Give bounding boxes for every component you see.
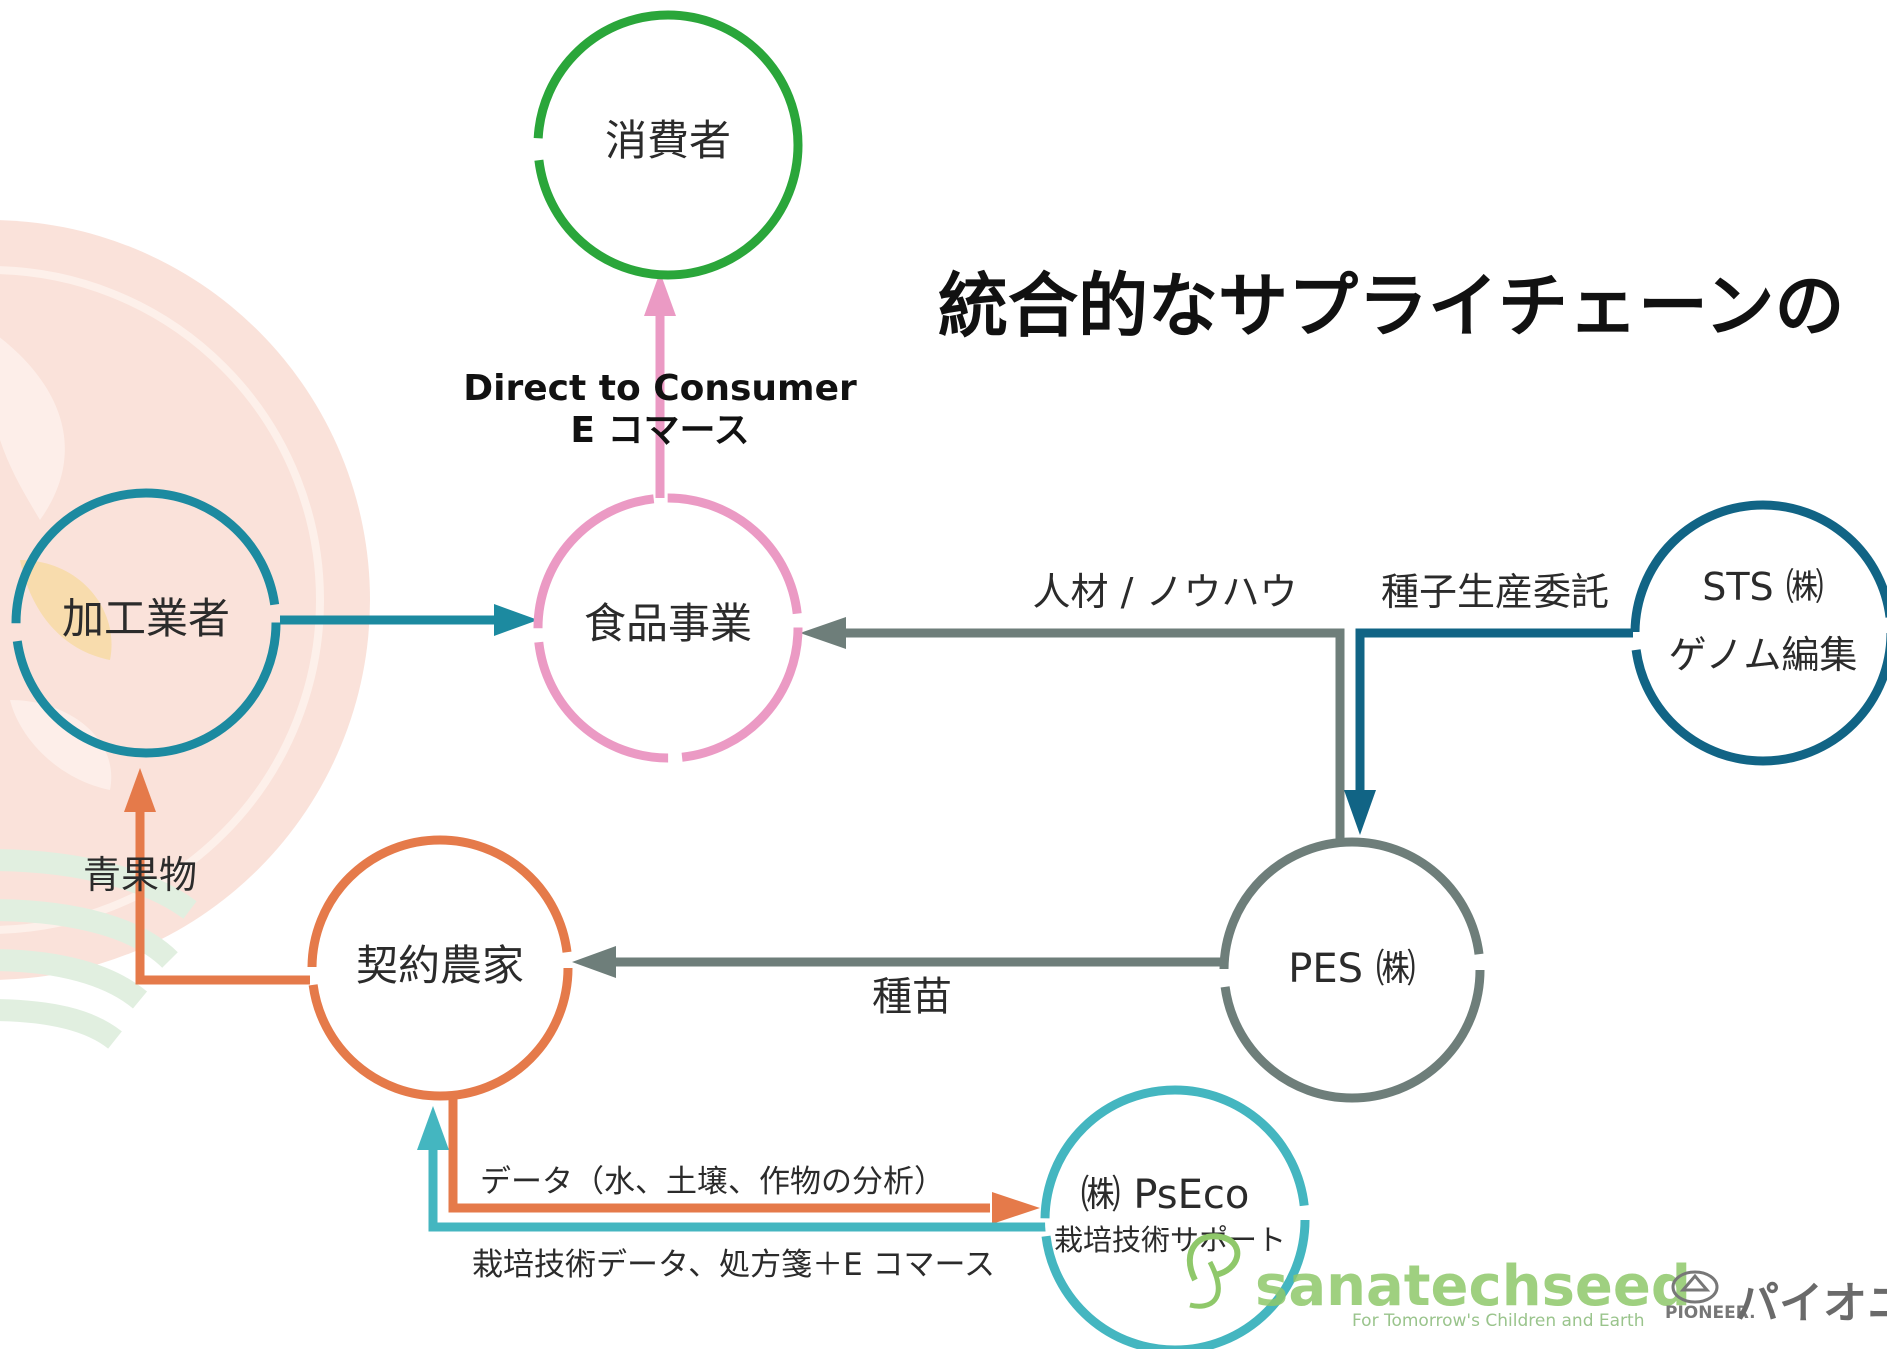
node-label-pseco: ㈱ PsEco [1081,1172,1250,1218]
sanatech-tagline: For Tomorrow's Children and Earth [1352,1311,1644,1331]
edge-label-d2c-line2: E コマース [570,410,749,451]
edge-seed-contract [1344,628,1633,835]
edge-label-seed-contract: 種子生産委託 [1381,570,1609,614]
pioneer-kana: パイオニア [1735,1278,1887,1329]
edge-knowhow [800,617,1345,840]
diagram-title: 統合的なサプライチェーンの [938,264,1845,347]
edge-seedling [572,946,1225,978]
sanatechseed-logo: sanatechseed For Tomorrow's Children and… [1186,1233,1691,1331]
node-label-processor: 加工業者 [62,594,230,643]
edge-label-produce: 青果物 [83,853,197,897]
node-food-business: 食品事業 [533,493,803,763]
node-label-sts-genome: ゲノム編集 [1669,633,1858,677]
edge-data [448,1095,1040,1224]
edge-label-tech-data: 栽培技術データ、処方箋＋E コマース [472,1247,995,1283]
node-pseco: ㈱ PsEco 栽培技術サポート [1040,1085,1310,1349]
node-label-pes: PES ㈱ [1288,946,1416,992]
node-sts: STS ㈱ ゲノム編集 [1630,500,1887,766]
node-pes: PES ㈱ [1219,837,1485,1103]
edge-d2c [644,272,676,498]
sanatech-name: sanatechseed [1255,1254,1691,1319]
edge-label-knowhow: 人材 / ノウハウ [1033,570,1298,614]
node-label-sts: STS ㈱ [1702,565,1824,609]
edge-label-seedling: 種苗 [872,974,952,1020]
node-label-food: 食品事業 [584,599,752,648]
node-contract-farmer: 契約農家 [307,835,573,1101]
edge-processor-to-food [280,604,538,636]
node-label-consumer: 消費者 [605,116,731,165]
node-label-pseco-support: 栽培技術サポート [1054,1223,1286,1257]
node-consumer: 消費者 [533,10,803,280]
node-label-farmer: 契約農家 [356,941,524,990]
pioneer-logo: PIONEER. パイオニア [1665,1270,1887,1329]
node-processor: 加工業者 [11,488,281,758]
pioneer-emblem-icon [1671,1270,1719,1304]
pioneer-small: PIONEER. [1665,1303,1756,1323]
edge-label-d2c-line1: Direct to Consumer [463,368,857,409]
edge-tech-data [417,1106,1050,1232]
background-emblem [0,220,370,1049]
edge-label-data: データ（水、土壌、作物の分析） [480,1164,945,1200]
edge-produce [124,768,310,985]
